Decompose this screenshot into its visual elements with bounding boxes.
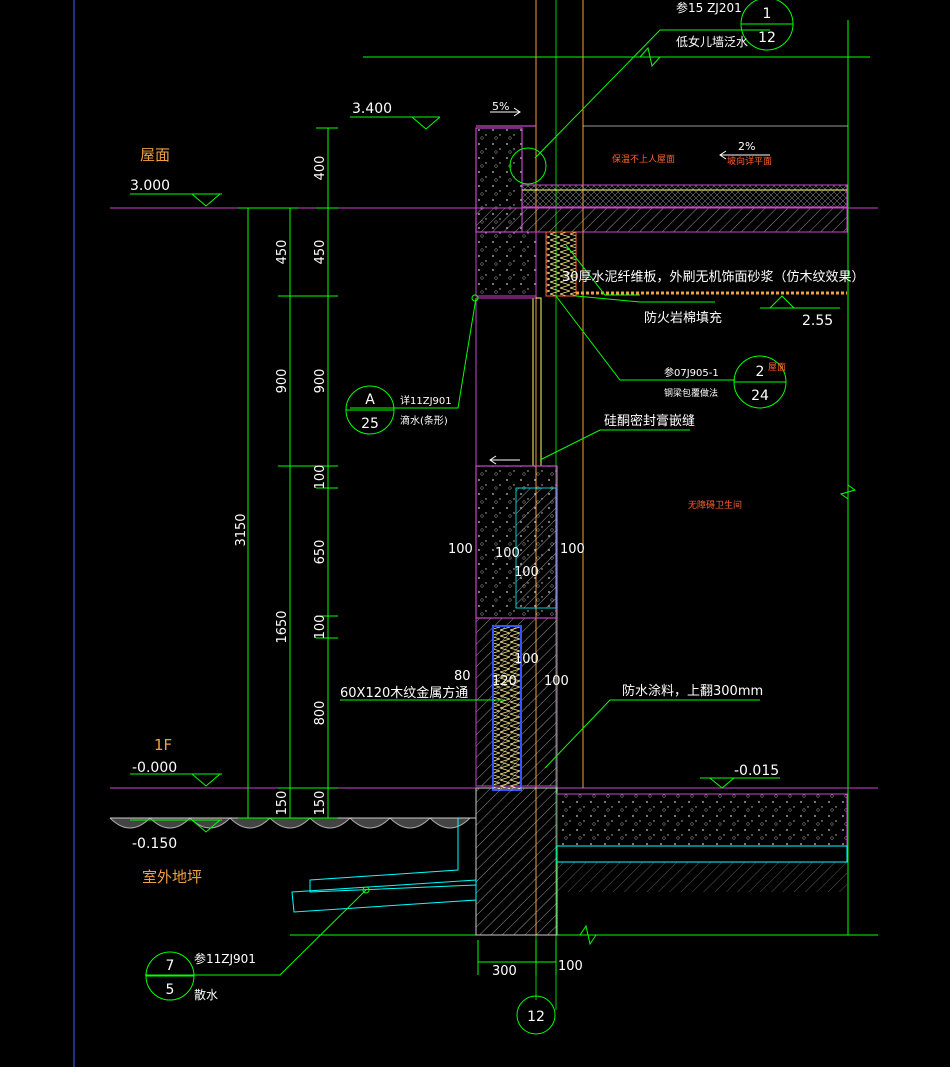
window-glass <box>532 297 542 467</box>
parapet-num: 1 <box>763 6 772 22</box>
dim-col3-1: 450 <box>313 240 328 265</box>
roof-slab <box>475 207 848 233</box>
apron-ref: 参11ZJ901 <box>194 951 256 966</box>
parapet-ref: 参15 ZJ201 <box>676 0 742 15</box>
floor1-elev: -0.000 <box>132 760 177 776</box>
dim-120: 120 <box>492 674 517 689</box>
roof-insulation <box>521 184 848 208</box>
board-note: 30厚水泥纤维板，外刷无机饰面砂浆（仿木纹效果） <box>562 270 865 285</box>
dim-100-b: 100 <box>495 546 520 561</box>
detail-circle-1 <box>509 147 547 185</box>
dim-col2-2: 1650 <box>275 610 290 643</box>
waterproof-note: 防水涂料，上翻300mm <box>622 683 763 699</box>
ceiling-elev: 2.55 <box>802 313 833 329</box>
dim-col2-3: 150 <box>275 791 290 816</box>
apron-sheet: 5 <box>166 982 175 998</box>
roof-type-note: 保温不上人屋面 <box>612 153 675 165</box>
dim-col2-0: 450 <box>275 240 290 265</box>
dim-100-d: 100 <box>514 565 539 580</box>
dim-col3-6: 800 <box>313 701 328 726</box>
dim-300: 300 <box>492 964 517 979</box>
roof-slope-note: 坡向详平面 <box>727 155 772 167</box>
detail2-sheet: 24 <box>751 388 769 404</box>
dim-col2-1: 900 <box>275 369 290 394</box>
apron-num: 7 <box>166 958 175 974</box>
dim-100-bottom: 100 <box>558 959 583 974</box>
dim-100-a: 100 <box>448 542 473 557</box>
wood-metal-tube <box>492 625 522 791</box>
dim-col3-4: 650 <box>313 540 328 565</box>
roof-elev: 3.000 <box>130 178 170 194</box>
detail2-desc: 钢梁包覆做法 <box>664 387 718 399</box>
dim-80: 80 <box>454 669 471 684</box>
detail2-num: 2 <box>756 364 765 380</box>
interior-elev: -0.015 <box>734 763 779 779</box>
detailA-num: A <box>365 392 375 408</box>
detailA-desc: 滴水(条形) <box>400 414 448 427</box>
sealant-note: 硅酮密封膏嵌缝 <box>604 413 695 429</box>
room-name: 无障碍卫生间 <box>688 499 742 511</box>
floor1-name: 1F <box>154 736 172 754</box>
slope-roof: 2% <box>738 140 755 153</box>
detailA-ref: 详11ZJ901 <box>400 394 452 407</box>
edge-beam <box>475 231 537 297</box>
dim-col3-5: 100 <box>313 615 328 640</box>
detail2-tag: 屋面 <box>768 362 786 373</box>
rockwool-note: 防火岩棉填充 <box>644 310 722 326</box>
apron-desc: 散水 <box>194 987 218 1002</box>
steel-beam-wrap <box>545 231 577 297</box>
dim-total: 3150 <box>234 513 249 546</box>
parapet-desc: 低女儿墙泛水 <box>676 34 748 49</box>
outdoor-elev: -0.150 <box>132 836 177 852</box>
parapet-elev: 3.400 <box>352 101 392 117</box>
dim-col3-7: 150 <box>313 791 328 816</box>
axis-label: 12 <box>527 1009 545 1025</box>
tube-note: 60X120木纹金属方通 <box>340 685 468 701</box>
dim-100-f: 100 <box>544 674 569 689</box>
detail2-ref: 参07J905-1 <box>664 366 719 379</box>
floor-slab <box>556 793 848 847</box>
dim-col3-0: 400 <box>313 156 328 181</box>
slope-parapet: 5% <box>492 100 509 113</box>
dim-100-e: 100 <box>514 652 539 667</box>
roof-name: 屋面 <box>140 146 170 164</box>
detailA-sheet: 25 <box>361 416 379 432</box>
outdoor-name: 室外地坪 <box>142 868 202 886</box>
dim-100-c: 100 <box>560 542 585 557</box>
dim-col3-2: 900 <box>313 369 328 394</box>
parapet-sheet: 12 <box>758 30 776 46</box>
axis-circle <box>516 995 556 1035</box>
apron <box>309 818 477 893</box>
foundation <box>475 787 558 936</box>
dim-col3-3: 100 <box>313 465 328 490</box>
